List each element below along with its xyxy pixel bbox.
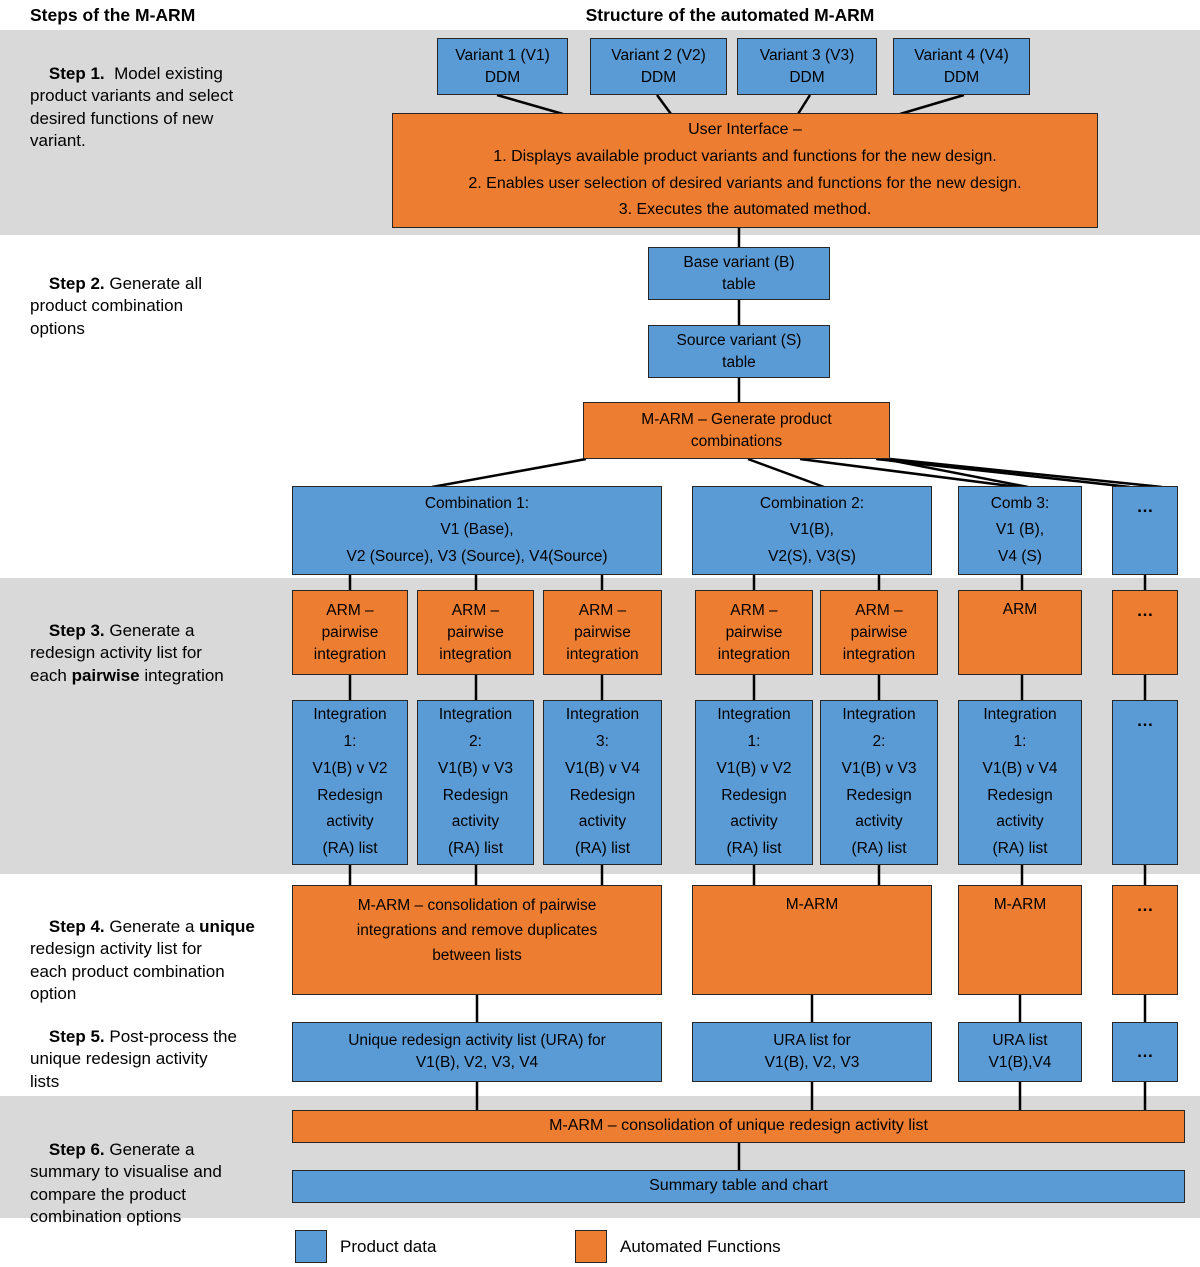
integration-box-2: Integration 2: V1(B) v V3 Redesign activ… xyxy=(417,700,534,865)
step-6-description: Step 6. Generate a summary to visualise … xyxy=(30,1116,300,1252)
step-4-text-end: redesign activity list for each product … xyxy=(30,939,225,1004)
integration-box-3: Integration 3: V1(B) v V4 Redesign activ… xyxy=(543,700,662,865)
base-variant-table-box: Base variant (B) table xyxy=(648,247,830,300)
variant-2-ddm-box: Variant 2 (V2) DDM xyxy=(590,38,727,95)
step-1-number: Step 1. xyxy=(48,63,105,83)
integration-box-6: Integration 1: V1(B) v V4 Redesign activ… xyxy=(958,700,1082,865)
variant-4-ddm-box: Variant 4 (V4) DDM xyxy=(893,38,1030,95)
ura-box-1: Unique redesign activity list (URA) for … xyxy=(292,1022,662,1082)
source-variant-table-box: Source variant (S) table xyxy=(648,325,830,378)
step-5-text: Post-process the unique redesign activit… xyxy=(30,1026,237,1091)
arm-pairwise-box-3: ARM – pairwise integration xyxy=(543,590,662,675)
final-consolidation-bar: M-ARM – consolidation of unique redesign… xyxy=(292,1110,1185,1143)
legend-product-data-swatch xyxy=(295,1230,327,1263)
ura-box-2: URA list for V1(B), V2, V3 xyxy=(692,1022,932,1082)
integration-box-1: Integration 1: V1(B) v V2 Redesign activ… xyxy=(292,700,408,865)
integration-more-box: … xyxy=(1112,700,1178,865)
variant-3-ddm-box: Variant 3 (V3) DDM xyxy=(737,38,877,95)
left-column-title: Steps of the M-ARM xyxy=(30,5,196,25)
consolidation-box-1: M-ARM – consolidation of pairwise integr… xyxy=(292,885,662,995)
consolidation-more-box: … xyxy=(1112,885,1178,995)
ura-more-box: … xyxy=(1112,1022,1178,1082)
step-4-text: Generate a xyxy=(104,916,200,936)
step-3-text: Generate a redesign activity list for ea… xyxy=(30,620,202,685)
arm-pairwise-box-5: ARM – pairwise integration xyxy=(820,590,938,675)
arm-box-6: ARM xyxy=(958,590,1082,675)
step-5-description: Step 5. Post-process the unique redesign… xyxy=(30,1003,300,1116)
combination-more-box: … xyxy=(1112,486,1178,575)
combination-2-box: Combination 2: V1(B), V2(S), V3(S) xyxy=(692,486,932,575)
step-3-bold-word: pairwise xyxy=(71,665,140,685)
consolidation-box-3: M-ARM xyxy=(958,885,1082,995)
step-6-number: Step 6. xyxy=(48,1139,105,1159)
step-4-bold-word: unique xyxy=(199,916,255,936)
arm-more-box: … xyxy=(1112,590,1178,675)
integration-box-4: Integration 1: V1(B) v V2 Redesign activ… xyxy=(695,700,813,865)
ura-box-3: URA list V1(B),V4 xyxy=(958,1022,1082,1082)
arm-pairwise-box-1: ARM – pairwise integration xyxy=(292,590,408,675)
step-6-text: Generate a summary to visualise and comp… xyxy=(30,1139,222,1227)
step-1-text: Model existing product variants and sele… xyxy=(30,63,234,151)
step-5-number: Step 5. xyxy=(48,1026,105,1046)
step-3-number: Step 3. xyxy=(48,620,105,640)
user-interface-box: User Interface – 1. Displays available p… xyxy=(392,113,1098,228)
consolidation-box-2: M-ARM xyxy=(692,885,932,995)
generate-combinations-box: M-ARM – Generate product combinations xyxy=(583,402,890,459)
step-1-description: Step 1. Model existing product variants … xyxy=(30,40,300,176)
right-column-title: Structure of the automated M-ARM xyxy=(585,5,875,25)
arm-pairwise-box-2: ARM – pairwise integration xyxy=(417,590,534,675)
legend-automated-functions-swatch xyxy=(575,1230,607,1263)
step-3-text-end: integration xyxy=(139,665,224,685)
step-3-description: Step 3. Generate a redesign activity lis… xyxy=(30,597,300,710)
step-2-text: Generate all product combination options xyxy=(30,273,202,338)
arm-pairwise-box-4: ARM – pairwise integration xyxy=(695,590,813,675)
step-4-number: Step 4. xyxy=(48,916,105,936)
legend-product-data-label: Product data xyxy=(340,1237,437,1256)
variant-1-ddm-box: Variant 1 (V1) DDM xyxy=(437,38,568,95)
legend-automated-functions-label: Automated Functions xyxy=(620,1237,781,1256)
summary-bar: Summary table and chart xyxy=(292,1170,1185,1203)
step-2-description: Step 2. Generate all product combination… xyxy=(30,250,300,363)
combination-3-box: Comb 3: V1 (B), V4 (S) xyxy=(958,486,1082,575)
combination-1-box: Combination 1: V1 (Base), V2 (Source), V… xyxy=(292,486,662,575)
step-2-number: Step 2. xyxy=(48,273,105,293)
step-4-description: Step 4. Generate a unique redesign activ… xyxy=(30,893,310,1029)
integration-box-5: Integration 2: V1(B) v V3 Redesign activ… xyxy=(820,700,938,865)
